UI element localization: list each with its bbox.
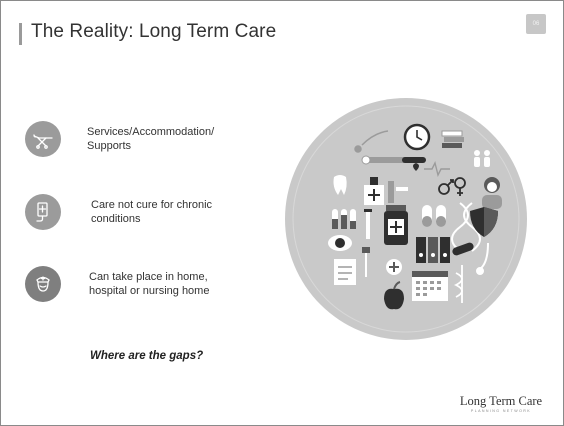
- list-item-text-line: Supports: [87, 140, 132, 152]
- company-logo: Long Term Care PLANNING NETWORK: [453, 394, 549, 413]
- list-item-text-line: Can take place in home,: [89, 271, 208, 283]
- stretcher-icon: [25, 121, 61, 157]
- title-accent-bar: [19, 23, 22, 45]
- apple-icon: [384, 281, 404, 310]
- caduceus-icon: [453, 265, 463, 303]
- page-number-badge: 06: [526, 14, 546, 34]
- slide-title: The Reality: Long Term Care: [31, 21, 277, 42]
- syringe-icon: [364, 209, 372, 239]
- gaps-question: Where are the gaps?: [90, 350, 204, 362]
- logo-sub-text: PLANNING NETWORK: [470, 409, 532, 413]
- gender-symbols-icon: [438, 177, 466, 196]
- list-item-place: Can take place in home, hospital or nurs…: [25, 266, 209, 302]
- crutch-icon: [388, 181, 408, 203]
- shield-icon: [470, 207, 498, 237]
- heart-rate-icon: [413, 160, 450, 178]
- dna-icon: [451, 202, 481, 252]
- list-item-text-line: Care not cure for chronic: [91, 199, 213, 211]
- illustration-ring: [292, 105, 520, 333]
- bandage-icon: [452, 242, 474, 256]
- stethoscope-icon: [476, 242, 489, 275]
- thermometer-icon: [361, 155, 426, 165]
- list-item-services: Services/Accommodation/ Supports: [25, 121, 214, 157]
- nurse-icon: [25, 266, 61, 302]
- capsules-icon: [422, 205, 446, 227]
- list-item-text: Services/Accommodation/ Supports: [87, 125, 214, 153]
- pill-bottle-icon: [384, 205, 408, 245]
- list-item-text: Care not cure for chronic conditions: [91, 198, 212, 226]
- list-item-care: Care not cure for chronic conditions: [25, 194, 212, 230]
- medical-document-icon: [334, 259, 356, 285]
- test-tubes-icon: [332, 209, 356, 229]
- people-icon: [474, 150, 490, 167]
- books-icon: [441, 130, 464, 148]
- doctor-icon: [482, 177, 502, 209]
- iv-bag-icon: [25, 194, 61, 230]
- eye-icon: [328, 235, 352, 251]
- logo-main-text: Long Term Care: [459, 394, 543, 408]
- iv-drip-icon: [362, 247, 370, 277]
- hospital-building-icon: [364, 177, 384, 205]
- medical-icons-circle-illustration: [285, 98, 527, 340]
- binders-icon: [416, 237, 450, 263]
- medical-cross-icon: [386, 259, 402, 275]
- calendar-icon: [412, 271, 448, 301]
- list-item-text: Can take place in home, hospital or nurs…: [89, 270, 209, 298]
- stethoscope-icon: [354, 130, 389, 153]
- tooth-icon: [333, 175, 347, 195]
- list-item-text-line: conditions: [91, 213, 141, 225]
- list-item-text-line: Services/Accommodation/: [87, 126, 215, 138]
- clock-icon: [403, 123, 431, 151]
- list-item-text-line: hospital or nursing home: [89, 285, 210, 297]
